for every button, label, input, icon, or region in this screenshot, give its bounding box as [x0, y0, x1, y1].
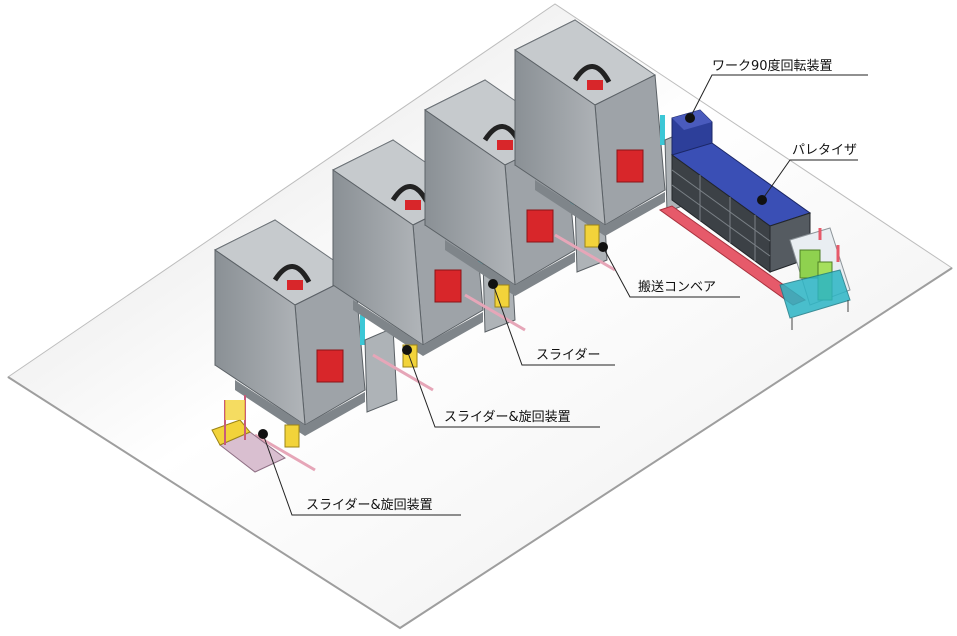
- callout-dot: [258, 429, 268, 439]
- callout-slider: スライダー: [488, 279, 615, 366]
- callout-label: スライダー: [536, 348, 600, 363]
- callout-rotator: ワーク90度回転装置: [685, 58, 868, 123]
- callout-slider-turn-1: スライダー&旋回装置: [402, 345, 600, 428]
- callout-label: スライダー&旋回装置: [444, 410, 571, 425]
- callout-dot: [488, 279, 498, 289]
- leader-line: [689, 74, 868, 119]
- callout-dot: [402, 345, 412, 355]
- loading-station: [779, 227, 851, 330]
- leader-line: [602, 246, 740, 298]
- leader-line: [262, 433, 461, 516]
- callout-dot: [685, 113, 695, 123]
- leader-line: [406, 349, 600, 428]
- front-jig: [211, 395, 286, 473]
- callout-palletizer: パレタイザ: [757, 143, 858, 205]
- callout-label: ワーク90度回転装置: [712, 58, 833, 74]
- callout-conveyor: 搬送コンベア: [598, 242, 740, 298]
- leader-line: [492, 283, 615, 366]
- callout-dot: [757, 195, 767, 205]
- callouts: ワーク90度回転装置パレタイザ搬送コンベアスライダースライダー&旋回装置スライダ…: [258, 58, 868, 516]
- callout-label: パレタイザ: [792, 143, 857, 158]
- machining-center-4: [514, 19, 698, 272]
- machining-centers: [214, 19, 698, 472]
- leader-line: [761, 159, 858, 201]
- machining-center-1: [214, 219, 398, 472]
- callout-slider-turn-2: スライダー&旋回装置: [258, 429, 461, 516]
- palletizer: [658, 109, 851, 330]
- callout-dot: [598, 242, 608, 252]
- callout-label: スライダー&旋回装置: [306, 498, 433, 513]
- callout-label: 搬送コンベア: [638, 280, 716, 295]
